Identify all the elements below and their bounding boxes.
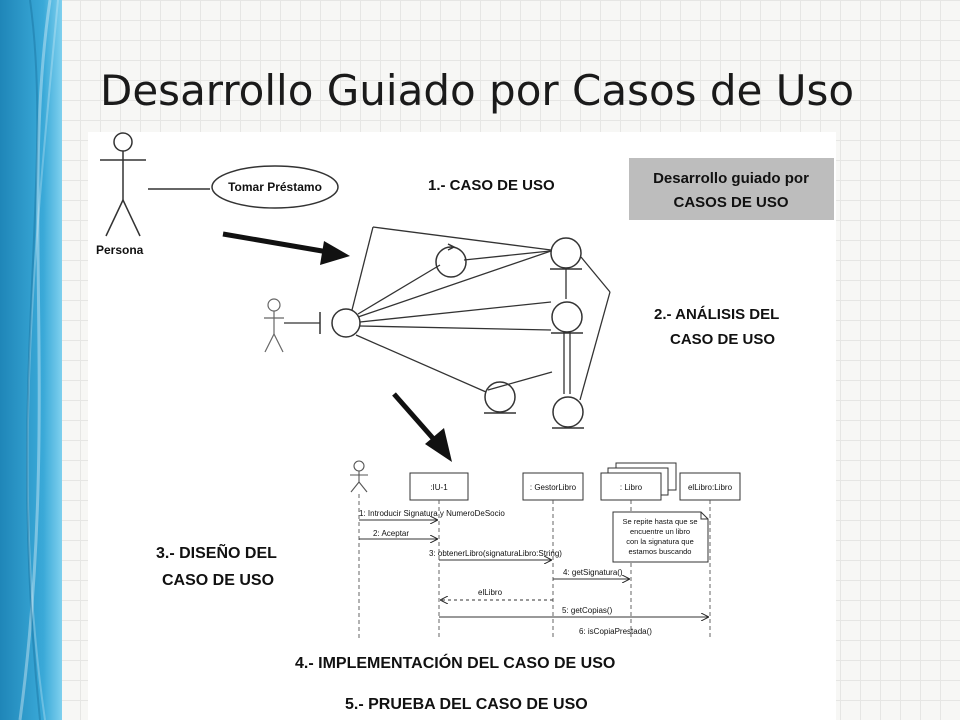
actor-small	[264, 298, 284, 353]
msg-1: 1: Introducir Signatura y NumeroDeSocio	[359, 509, 505, 518]
slide-title: Desarrollo Guiado por Casos de Uso	[100, 66, 855, 115]
badge-line1: Desarrollo guiado por	[653, 170, 809, 187]
note-box	[612, 511, 709, 563]
step4-label: 4.- IMPLEMENTACIÓN DEL CASO DE USO	[295, 653, 615, 672]
msg-6: 6: isCopiaPrestada()	[579, 627, 652, 636]
note-line4: estamos buscando	[629, 547, 692, 556]
step1-label: 1.- CASO DE USO	[428, 177, 555, 194]
entity-object-1	[550, 237, 582, 270]
entity-object-2	[551, 301, 583, 334]
step2-line1: 2.- ANÁLISIS DEL	[654, 306, 779, 323]
sequence-actor	[350, 460, 368, 493]
diagram-panel: Persona Tomar Préstamo 1.- CASO DE USO D…	[88, 132, 836, 720]
lifeline-iu1: :IU-1	[430, 483, 448, 492]
sequence-messages	[359, 520, 708, 617]
boundary-object	[319, 308, 361, 338]
actor-label: Persona	[96, 243, 144, 257]
use-case-ellipse	[211, 165, 339, 209]
lifeline-libro: : Libro	[620, 483, 643, 492]
note-line2: encuentre un libro	[630, 527, 690, 536]
use-case-label: Tomar Préstamo	[228, 180, 322, 194]
note-line3: con la signatura que	[626, 537, 694, 546]
control-object-1	[435, 243, 467, 278]
entity-object-3	[484, 381, 516, 414]
msg-return: elLibro	[478, 588, 503, 597]
lifeline-ellibro: elLibro:Libro	[688, 483, 733, 492]
actor-persona	[100, 132, 146, 237]
msg-2: 2: Aceptar	[373, 529, 409, 538]
sequence-lifeline-boxes	[409, 462, 741, 501]
badge-line2: CASOS DE USO	[673, 194, 788, 211]
title-badge: Desarrollo guiado por CASOS DE USO	[629, 158, 834, 220]
transition-arrow-2	[392, 392, 452, 462]
step2-line2: CASO DE USO	[670, 331, 775, 348]
note-line1: Se repite hasta que se	[622, 517, 697, 526]
step3-line2: CASO DE USO	[162, 572, 274, 589]
msg-3: 3: obtenerLibro(signaturaLibro:String)	[429, 549, 562, 558]
msg-4: 4: getSignatura()	[563, 568, 623, 577]
entity-object-4	[552, 396, 584, 429]
step5-label: 5.- PRUEBA DEL CASO DE USO	[345, 696, 588, 713]
transition-arrow-1	[222, 231, 350, 265]
step3-line1: 3.- DISEÑO DEL	[156, 542, 277, 562]
lifeline-gestorlibro: : GestorLibro	[530, 483, 577, 492]
msg-5: 5: getCopias()	[562, 606, 613, 615]
analysis-links	[284, 226, 611, 401]
decorative-side-band	[0, 0, 62, 720]
